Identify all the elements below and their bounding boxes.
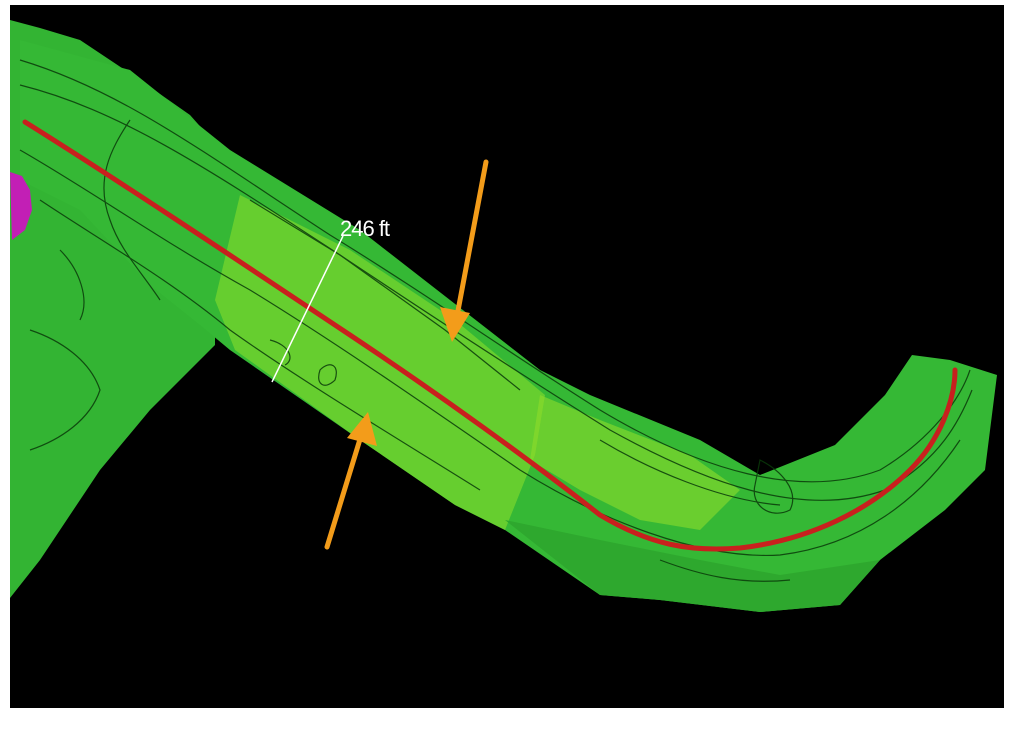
terrain-surface (10, 20, 997, 612)
terrain-highlight-band (215, 195, 545, 530)
contour-line (103, 119, 161, 301)
contour-line (599, 439, 781, 506)
contour-lines (19, 59, 973, 582)
terrain-lower-block (505, 520, 880, 612)
measure-label: 246 ft (340, 216, 390, 241)
contour-line (659, 559, 791, 582)
contour-line (19, 59, 971, 483)
terrain-corridor (20, 40, 997, 612)
contour-line (19, 149, 961, 557)
arrow-up-right-icon (324, 412, 377, 550)
arrow-shaft (324, 433, 364, 550)
contour-line (753, 459, 794, 514)
contour-line (269, 339, 291, 366)
arrow-head (347, 412, 377, 446)
contour-line (318, 364, 337, 386)
terrain-highlight-strip (530, 395, 740, 530)
arrow-shaft (454, 159, 489, 319)
terrain-magenta-feature (10, 172, 32, 240)
contour-line (29, 329, 101, 451)
contour-line (39, 199, 481, 491)
arrow-down-left-icon (440, 159, 489, 342)
contour-line (249, 199, 521, 391)
measure-line (271, 235, 344, 383)
arrow-head (440, 307, 470, 342)
alignment-line (22, 119, 958, 552)
contour-line (59, 249, 85, 321)
